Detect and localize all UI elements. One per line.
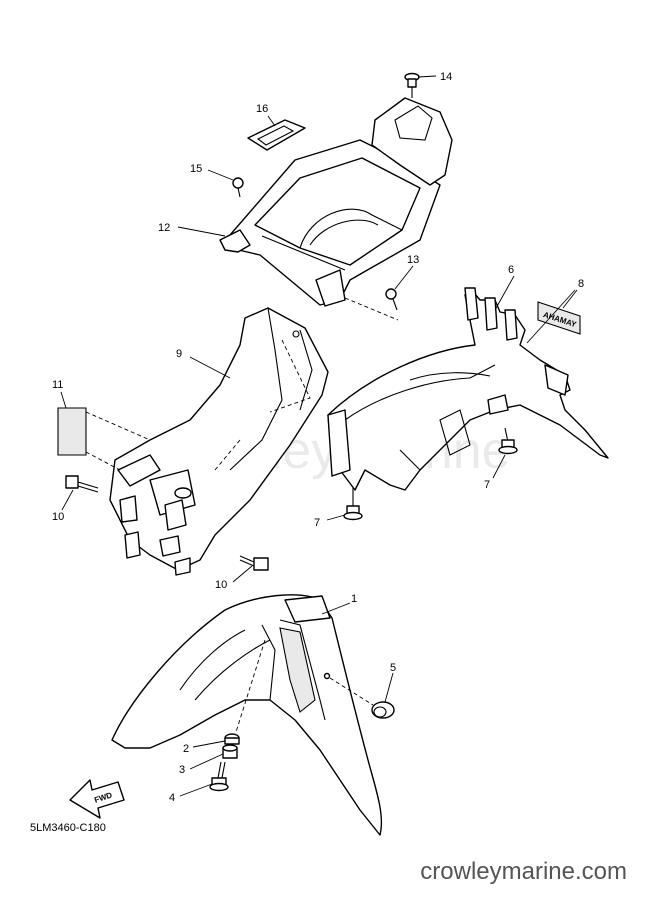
part-6-rear-fender-assembly [327,287,609,491]
part-13-screw [344,288,399,321]
part-12-storage-tray [219,97,453,307]
callout-10-left: 10 [52,511,64,523]
footer-brand[interactable]: crowleymarine.com [420,858,627,885]
part-10-bolt-right [239,555,269,571]
part-9-rear-fender [109,307,329,576]
callout-11: 11 [52,379,63,391]
callout-labels: 14 16 15 12 13 6 8 9 11 10 10 7 7 1 5 2 … [52,71,584,804]
callout-12: 12 [158,222,170,234]
diagram-code: 5LM3460-C180 [30,822,106,834]
callout-leaders [60,75,578,797]
callout-4: 4 [169,792,175,804]
callout-6: 6 [508,264,514,276]
callout-15: 15 [190,163,202,175]
callout-5: 5 [390,662,396,674]
callout-13: 13 [407,254,419,266]
callout-16: 16 [256,103,268,115]
part-14-bolt [404,72,420,98]
callout-3: 3 [179,764,185,776]
part-5-grommet [323,672,395,719]
part-16-bracket [247,119,306,151]
part-7-bolt-left [343,488,363,521]
part-15-screw [232,177,244,198]
callout-2: 2 [183,743,189,755]
part-10-bolt-left [65,475,99,493]
callout-7-left: 7 [314,517,320,529]
part-8-decal: AHAMAY [537,301,581,335]
part-3-nut [222,744,238,759]
fwd-arrow-icon: FWD [69,779,125,819]
callout-7-right: 7 [484,479,490,491]
part-2-collar [224,733,240,745]
part-11-label [57,407,151,471]
callout-10-right: 10 [215,579,227,591]
callout-9: 9 [176,348,182,360]
part-7-bolt-right [498,427,518,455]
part-4-bolt [209,761,229,792]
callout-14: 14 [440,71,452,83]
callout-1: 1 [351,593,357,605]
callout-8: 8 [578,278,584,290]
part-1-front-fender [111,594,383,836]
